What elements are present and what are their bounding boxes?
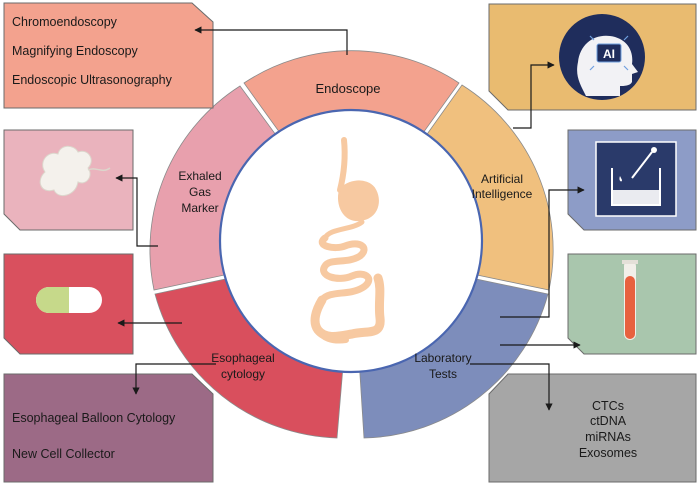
lab-marker-3: miRNAs xyxy=(585,430,631,444)
endoscope-label: Endoscope xyxy=(315,81,380,96)
esophageal-method-2: New Cell Collector xyxy=(12,447,115,461)
lab-marker-2: ctDNA xyxy=(590,414,627,428)
box-esophageal-methods xyxy=(3,373,214,483)
arrow-endoscope xyxy=(194,26,348,55)
arrow-ai xyxy=(513,61,555,129)
test-tube-icon xyxy=(622,260,638,340)
exhaled-label-line3: Marker xyxy=(181,201,218,215)
gas-cloud-icon xyxy=(39,145,111,197)
exhaled-label-line2: Gas xyxy=(189,185,211,199)
beaker-dropper-icon xyxy=(595,141,677,217)
connectors xyxy=(115,26,585,411)
endoscopy-method-1: Chromoendoscopy xyxy=(12,15,118,29)
ai-label-line2: Intelligence xyxy=(472,187,533,201)
exhaled-label-line1: Exhaled xyxy=(178,169,221,183)
endoscopy-method-3: Endoscopic Ultrasonography xyxy=(12,73,173,87)
ai-badge-text: AI xyxy=(603,47,615,61)
arrow-lab-icon xyxy=(500,186,585,318)
box-lab-markers xyxy=(488,373,697,483)
lab-marker-4: Exosomes xyxy=(579,446,637,460)
ai-head-icon: AI xyxy=(559,14,645,100)
laboratory-label-line1: Laboratory xyxy=(414,351,471,365)
arrow-esophageal xyxy=(132,363,216,395)
lab-marker-1: CTCs xyxy=(592,399,624,413)
digestive-tract-icon xyxy=(310,137,385,344)
arrow-gas xyxy=(115,174,158,247)
ai-label-line1: Artificial xyxy=(481,172,523,186)
capsule-icon xyxy=(36,287,102,313)
esophageal-label-line2: cytology xyxy=(221,367,265,381)
laboratory-label-line2: Tests xyxy=(429,367,457,381)
esophageal-label-line1: Esophageal xyxy=(211,351,274,365)
endoscopy-method-2: Magnifying Endoscopy xyxy=(12,44,139,58)
arrow-lab-markers xyxy=(470,363,553,411)
box-endoscopy-methods xyxy=(3,2,214,109)
esophageal-method-1: Esophageal Balloon Cytology xyxy=(12,411,176,425)
